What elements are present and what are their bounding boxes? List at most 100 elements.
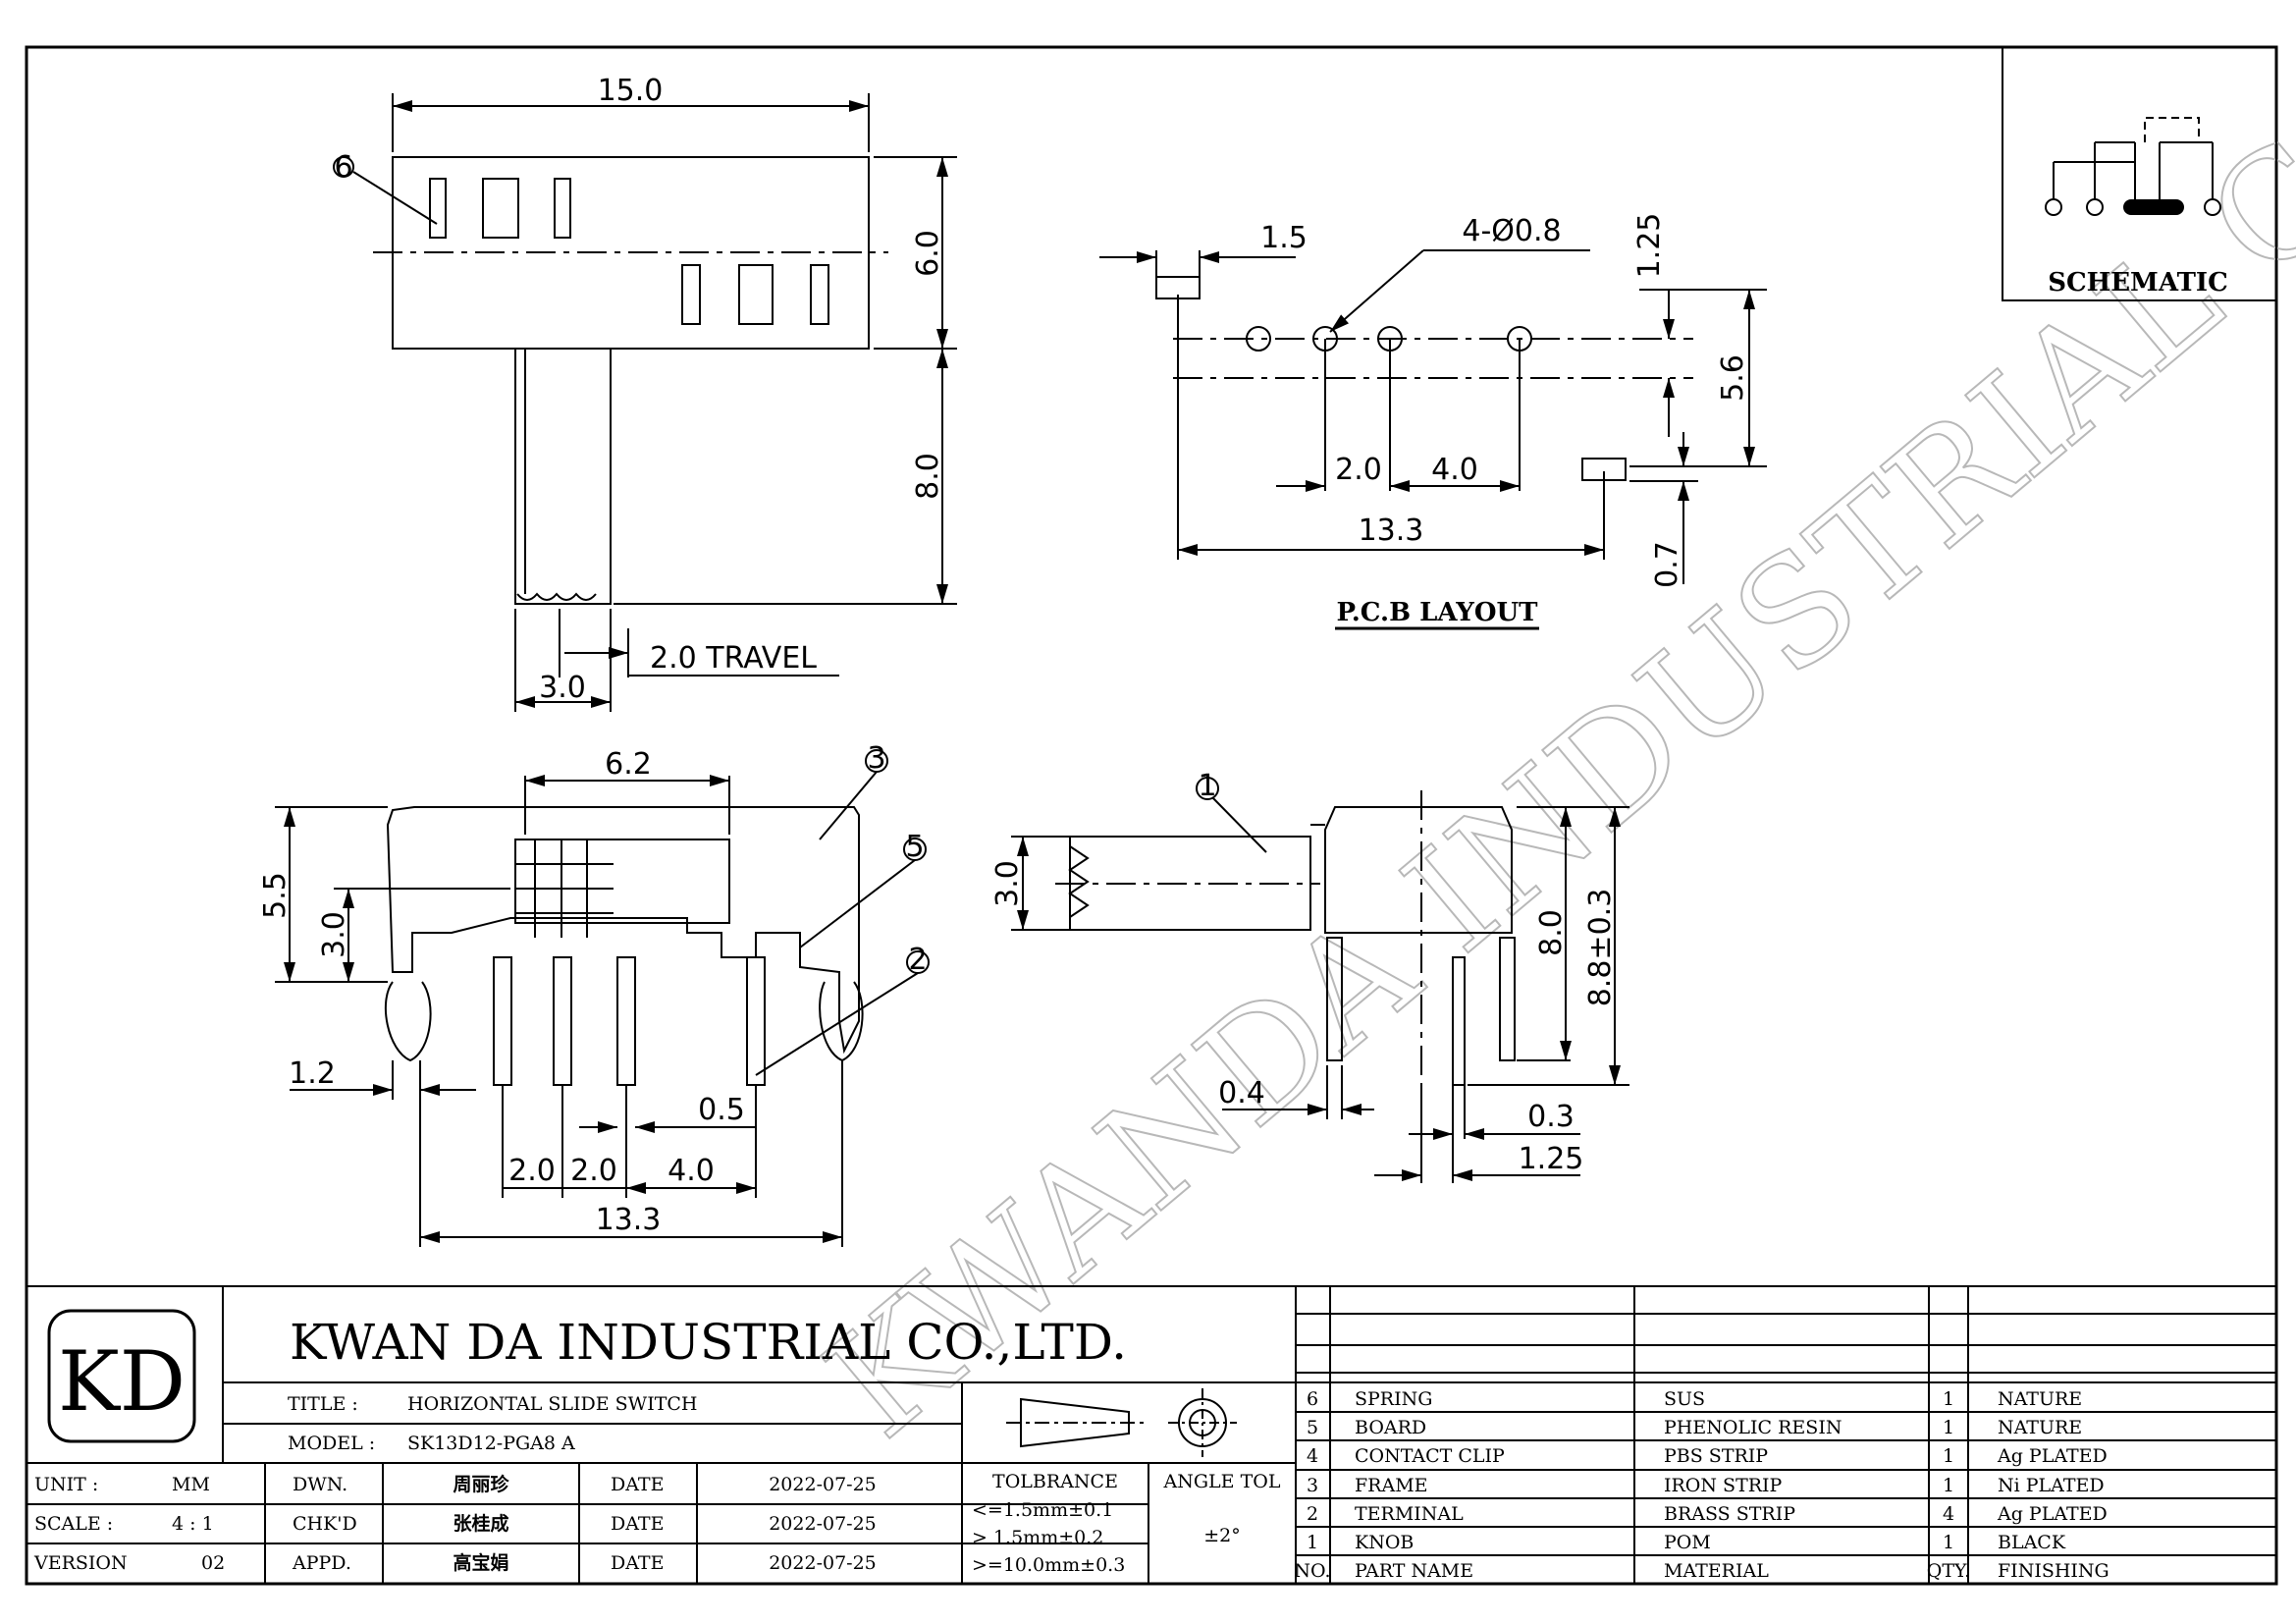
unit-value: MM [172,1474,210,1495]
company-name: KWAN DA INDUSTRIAL CO.,LTD. [290,1314,1127,1371]
dim-pitch-b-label: 2.0 [570,1154,617,1188]
title-block [27,1285,2276,1584]
side-dim-30-label: 3.0 [990,860,1025,907]
window [482,178,519,239]
schematic-box [2002,46,2277,301]
unit-label: UNIT : [34,1474,98,1495]
dim-12-label: 1.2 [289,1056,336,1091]
dim-pitch-c-label: 4.0 [667,1154,715,1188]
bom-no: 2 [1307,1503,1318,1525]
knob-outline [514,839,730,924]
bom-header-qty: QTY. [1927,1560,1970,1582]
bom-no: 6 [1307,1388,1318,1410]
date-checked: 2022-07-25 [769,1513,877,1535]
date-label: DATE [611,1474,664,1495]
dim-height-label: 6.0 [911,230,945,277]
dim-slot-label: 0.7 [1650,541,1684,588]
tolerance-1: <=1.5mm±0.1 [972,1499,1113,1521]
bom-material: IRON STRIP [1664,1475,1783,1496]
terminal-pin [746,956,766,1086]
scale-label: SCALE : [34,1513,113,1535]
dim-knob-width-label: 3.0 [539,671,586,705]
dim-knob-length-label: 8.0 [911,453,945,500]
bom-no: 5 [1307,1417,1318,1438]
knob-grip [516,592,597,601]
side-knob-grip [1068,845,1090,918]
bom-table: 6 SPRING SUS 1 NATURE 5 BOARD PHENOLIC R… [1294,1388,2109,1582]
side-leg [1326,937,1343,1061]
model-value: SK13D12-PGA8 A [407,1433,575,1454]
travel-label: 2.0 TRAVEL [650,641,817,676]
bom-material: SUS [1664,1388,1705,1410]
date-label: DATE [611,1513,664,1535]
knob-outline [514,348,612,605]
front-view [275,749,930,1247]
window [810,264,829,325]
bom-material: POM [1664,1532,1711,1553]
bom-finishing: BLACK [1998,1532,2066,1553]
callout-3: 3 [867,741,885,776]
bom-qty: 1 [1943,1445,1954,1467]
tolerance-label: TOLBRANCE [992,1471,1118,1492]
bom-finishing: Ni PLATED [1998,1475,2105,1496]
bom-header-part: PART NAME [1355,1560,1473,1582]
checked-label: CHK'D [293,1513,357,1535]
bom-no: 1 [1307,1532,1318,1553]
dim-05-label: 0.5 [698,1093,745,1127]
title-value: HORIZONTAL SLIDE SWITCH [407,1393,697,1415]
company-logo: KD [58,1333,186,1430]
logo-frame [47,1309,196,1443]
top-view [333,93,957,712]
bom-part: TERMINAL [1355,1503,1464,1525]
side-view [1011,777,1629,1183]
drawn-name: 周丽珍 [453,1473,509,1495]
callout-6: 6 [334,150,352,185]
side-dim-125-label: 1.25 [1519,1142,1584,1176]
dim-pitch-a-label: 2.0 [508,1154,556,1188]
bom-part: CONTACT CLIP [1355,1445,1505,1467]
bom-qty: 1 [1943,1475,1954,1496]
pcb-hole [1246,326,1271,352]
window [554,178,571,239]
date-drawn: 2022-07-25 [769,1474,877,1495]
tolerance-2: > 1.5mm±0.2 [972,1527,1103,1548]
dim-56-label: 5.6 [1716,354,1750,402]
approved-label: APPD. [292,1552,351,1574]
callout-5: 5 [905,830,924,864]
bom-part: FRAME [1355,1475,1428,1496]
bom-material: PHENOLIC RESIN [1664,1417,1842,1438]
dim-30-label: 3.0 [317,911,351,958]
bom-header-material: MATERIAL [1664,1560,1769,1582]
dim-125-label: 1.25 [1632,213,1667,279]
angle-tolerance-value: ±2° [1203,1525,1241,1546]
bom-part: BOARD [1355,1417,1426,1438]
side-dim-04-label: 0.4 [1218,1076,1265,1110]
dim-pad-label: 1.5 [1260,221,1308,255]
callout-1: 1 [1198,769,1216,803]
approved-name: 高宝娟 [453,1551,508,1574]
sheet-border [25,45,2278,1586]
callout-2: 2 [908,943,927,977]
bom-part: KNOB [1355,1532,1414,1553]
bom-qty: 1 [1943,1417,1954,1438]
version-value: 02 [201,1552,225,1574]
side-dim-03-label: 0.3 [1527,1100,1575,1134]
bom-qty: 1 [1943,1388,1954,1410]
dim-total-front-label: 13.3 [596,1203,662,1237]
checked-name: 张桂成 [453,1512,508,1535]
bom-finishing: Ag PLATED [1997,1445,2108,1467]
terminal-pin [616,956,636,1086]
bom-header-no: NO. [1294,1560,1330,1582]
pcb-layout-title: P.C.B LAYOUT [1336,598,1538,627]
angle-tolerance-label: ANGLE TOL [1163,1471,1281,1492]
dim-62-label: 6.2 [605,747,652,782]
projection-cone [1020,1397,1130,1448]
bom-material: PBS STRIP [1664,1445,1768,1467]
terminal-pin [553,956,572,1086]
window [738,264,774,325]
side-dim-88-label: 8.8±0.3 [1583,889,1618,1007]
bom-header-finishing: FINISHING [1998,1560,2109,1582]
model-label: MODEL : [288,1433,375,1454]
version-label: VERSION [33,1552,128,1574]
scale-value: 4 : 1 [172,1513,214,1535]
